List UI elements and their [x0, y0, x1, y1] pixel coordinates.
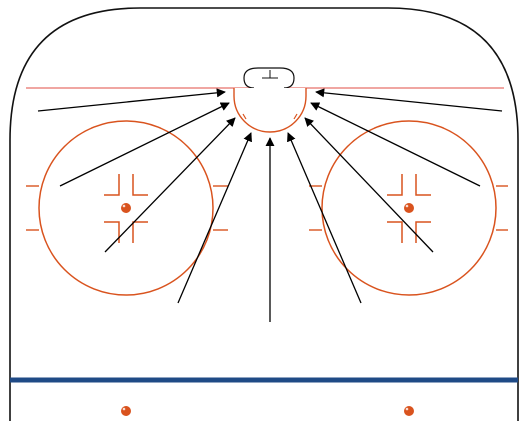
right-faceoff-dot — [404, 203, 414, 213]
shot-arrow-2 — [59, 102, 230, 187]
shot-arrow-8 — [310, 102, 481, 187]
shot-arrow-1 — [37, 88, 226, 112]
right-faceoff-circle — [309, 120, 508, 296]
shot-arrow-4 — [177, 132, 252, 304]
left-faceoff-dot — [121, 203, 131, 213]
shot-arrow-7 — [304, 117, 434, 253]
crease-tick-left — [242, 113, 247, 120]
crease-tick-right — [293, 113, 298, 120]
goal-crease — [233, 88, 307, 133]
shot-arrows — [37, 88, 503, 322]
shot-arrow-9 — [315, 88, 503, 112]
neutral-zone-dot-left — [121, 406, 131, 416]
rink-boards — [9, 7, 519, 421]
left-faceoff-circle — [26, 120, 228, 296]
neutral-zone-dot-right — [404, 406, 414, 416]
shot-arrow-3 — [104, 117, 236, 253]
shot-arrow-6 — [287, 132, 362, 304]
